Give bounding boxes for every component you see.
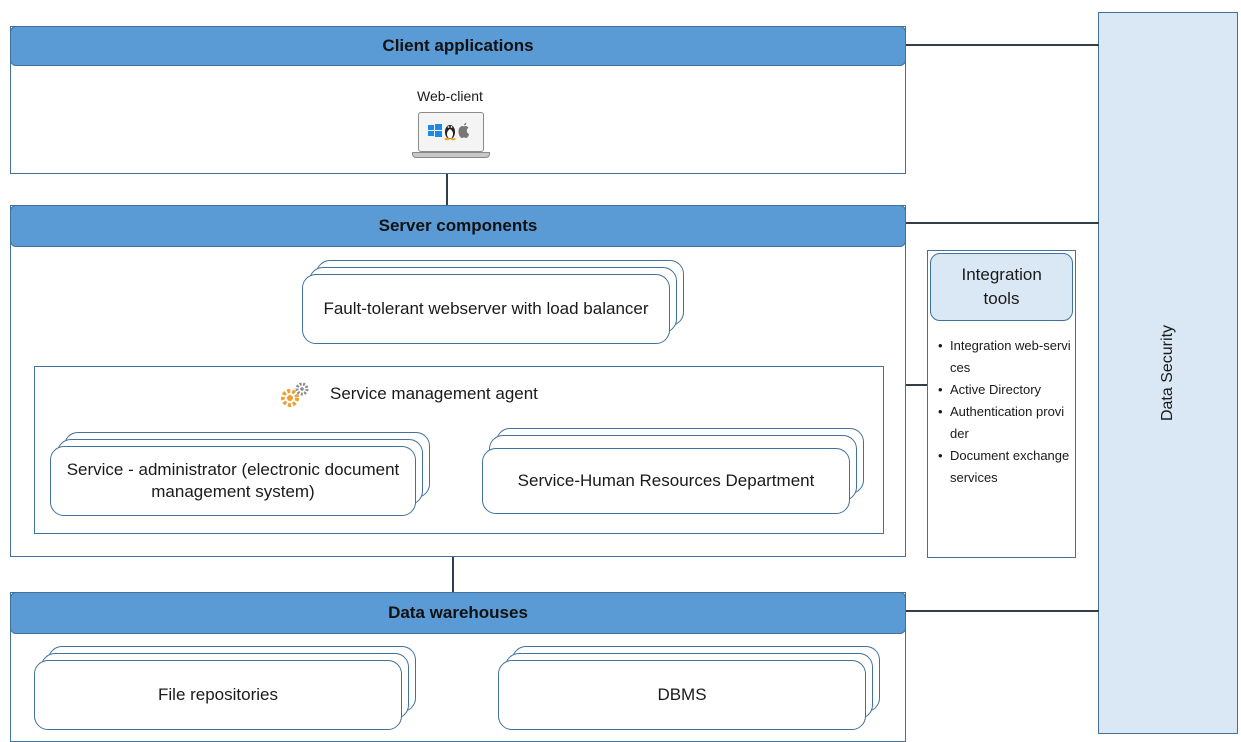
webserver-stack: Fault-tolerant webserver with load balan… bbox=[302, 260, 688, 346]
service-hr-box: Service-Human Resources Department bbox=[482, 448, 850, 514]
apple-icon bbox=[458, 122, 469, 138]
dbms-box: DBMS bbox=[498, 660, 866, 730]
client-applications-header: Client applications bbox=[10, 26, 906, 66]
laptop-base bbox=[412, 152, 490, 158]
connector-client-server bbox=[446, 174, 448, 206]
integration-tools-title: Integration tools bbox=[961, 265, 1042, 308]
integration-item: Integration web-services bbox=[934, 335, 1071, 379]
integration-item: Authentication provider bbox=[934, 401, 1071, 445]
service-management-agent-title: Service management agent bbox=[330, 384, 538, 403]
connector-server-security bbox=[905, 222, 1099, 224]
integration-item: Active Directory bbox=[934, 379, 1071, 401]
integration-tools-header: Integration tools bbox=[930, 253, 1073, 321]
connector-server-warehouses bbox=[452, 557, 454, 593]
data-security-label: Data Security bbox=[1159, 324, 1176, 422]
webserver-box: Fault-tolerant webserver with load balan… bbox=[302, 274, 670, 344]
integration-tools-panel: Integration tools Integration web-servic… bbox=[927, 250, 1076, 558]
connector-warehouse-security bbox=[905, 610, 1099, 612]
connector-server-integration bbox=[906, 384, 928, 386]
data-warehouses-header: Data warehouses bbox=[10, 592, 906, 634]
integration-item: Document exchange services bbox=[934, 445, 1071, 489]
service-admin-box: Service - administrator (electronic docu… bbox=[50, 446, 416, 516]
data-security-panel: Data Security bbox=[1098, 12, 1238, 734]
linux-icon bbox=[444, 125, 456, 141]
dbms-stack: DBMS bbox=[498, 646, 884, 736]
service-hr-stack: Service-Human Resources Department bbox=[482, 428, 868, 518]
integration-tools-list: Integration web-services Active Director… bbox=[934, 335, 1071, 489]
service-admin-stack: Service - administrator (electronic docu… bbox=[50, 432, 436, 520]
connector-client-security bbox=[905, 44, 1099, 46]
server-components-header: Server components bbox=[10, 205, 906, 247]
file-repositories-stack: File repositories bbox=[34, 646, 420, 736]
web-client-label: Web-client bbox=[417, 88, 483, 104]
laptop-icon bbox=[418, 112, 484, 152]
os-icons bbox=[428, 122, 469, 141]
gears-icon bbox=[281, 382, 309, 407]
file-repositories-box: File repositories bbox=[34, 660, 402, 730]
windows-icon bbox=[428, 124, 442, 137]
